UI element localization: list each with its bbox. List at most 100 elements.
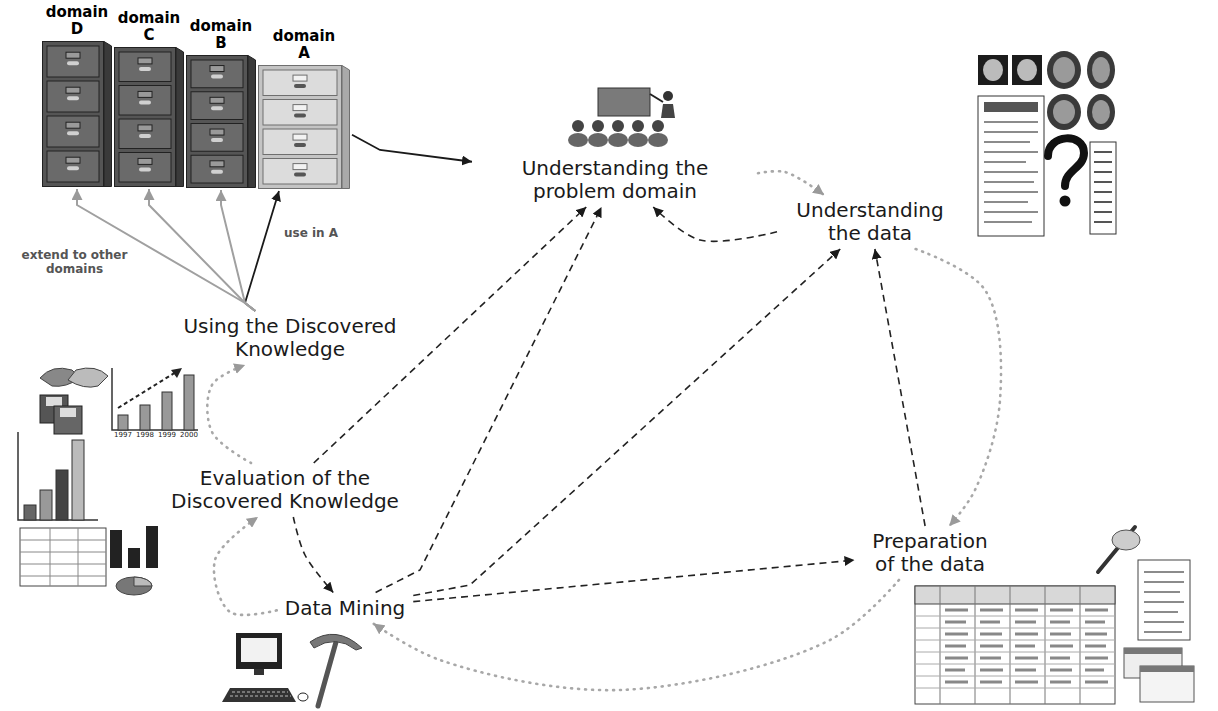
- cabinet-drawer: [263, 159, 337, 185]
- cabinet-front: [259, 66, 342, 189]
- scan-image: [1017, 59, 1037, 81]
- feedback-arrow: [376, 207, 602, 593]
- scan-image: [983, 59, 1003, 81]
- drawer-plate: [293, 105, 307, 111]
- brain-scan: [1047, 94, 1081, 130]
- floppy-disk: [60, 408, 76, 417]
- process-flow-arrow: [207, 365, 251, 463]
- drawer-handle: [67, 96, 79, 100]
- step-label: Evaluation of the Discovered Knowledge: [155, 467, 415, 513]
- step-label: Using the Discovered Knowledge: [174, 315, 406, 361]
- drawer-plate: [210, 66, 224, 72]
- drawer-plate: [66, 157, 80, 163]
- window-icon: [1124, 648, 1182, 654]
- drawer-handle: [139, 167, 151, 171]
- table-header: [915, 586, 1115, 604]
- cabinet-drawer: [263, 70, 337, 96]
- drawer-handle: [67, 131, 79, 135]
- cabinet-side: [248, 56, 256, 188]
- drawer-plate: [66, 52, 80, 58]
- pointer: [650, 94, 663, 102]
- edge-label: use in A: [282, 226, 352, 240]
- drawer-handle: [67, 61, 79, 65]
- window-icon: [1140, 666, 1194, 702]
- pickaxe-head: [310, 634, 362, 650]
- file-cabinet: domain B: [186, 18, 256, 188]
- audience-head: [592, 120, 604, 132]
- floppy-disk: [46, 397, 62, 406]
- drawer-plate: [138, 158, 152, 164]
- hand: [1112, 530, 1140, 550]
- handshake: [68, 368, 108, 387]
- cabinet-drawer: [47, 116, 99, 147]
- audience-head: [652, 120, 664, 132]
- presentation-board: [598, 88, 650, 116]
- cabinet-drawer: [47, 151, 99, 182]
- cabinet-drawing: [114, 47, 184, 187]
- cabinet-front: [187, 56, 248, 188]
- cabinet-drawer: [119, 153, 171, 183]
- monitor-screen: [241, 638, 277, 662]
- audience-head: [632, 120, 644, 132]
- audience-head: [612, 120, 624, 132]
- cabinet-side: [104, 42, 112, 187]
- audience-body: [628, 133, 648, 147]
- presenter-body: [661, 104, 675, 118]
- drawer-plate: [66, 122, 80, 128]
- chart-axis: [18, 432, 98, 520]
- drawer-handle: [211, 138, 223, 142]
- cabinet-drawer: [47, 81, 99, 112]
- drawer-plate: [210, 161, 224, 167]
- question-mark: [1060, 196, 1071, 207]
- axis-year: 2000: [178, 432, 200, 440]
- drawer-plate: [138, 58, 152, 64]
- data-list: [1090, 142, 1116, 234]
- process-step: Evaluation of the Discovered Knowledge: [149, 465, 421, 515]
- file-cabinet: domain A: [258, 28, 350, 189]
- chart-bar: [146, 526, 158, 568]
- cabinet-front: [43, 42, 104, 187]
- brain-scan: [1053, 100, 1075, 124]
- table-cells: [945, 610, 1108, 682]
- pie-chart: [116, 577, 152, 595]
- chart-bar: [40, 490, 52, 520]
- chart-bar: [162, 392, 172, 430]
- cabinet-label: domain A: [268, 28, 340, 61]
- brain-scan: [1053, 57, 1075, 83]
- edge-label: extend to other domains: [12, 248, 137, 277]
- drawer-plate: [66, 87, 80, 93]
- process-flow-arrow: [373, 580, 899, 690]
- process-flow-arrow: [214, 517, 277, 615]
- step-label: Understanding the problem domain: [480, 157, 750, 203]
- chart-axis: [112, 368, 198, 430]
- monitor-stand: [254, 669, 264, 675]
- process-flow-arrow: [916, 249, 1001, 526]
- cabinet-drawer: [191, 92, 243, 120]
- drawer-handle: [211, 170, 223, 174]
- cabinet-drawer: [191, 60, 243, 88]
- chart-bar: [72, 440, 84, 520]
- process-step: Understanding the problem domain: [474, 155, 756, 205]
- process-step: Preparation of the data: [857, 528, 1004, 578]
- feedback-arrow: [413, 249, 840, 595]
- keyboard-keys: [230, 692, 291, 696]
- audience-body: [648, 133, 668, 147]
- drawer-plate: [210, 97, 224, 103]
- cabinet-front: [115, 48, 176, 187]
- cabinet-drawing: [258, 65, 350, 189]
- cabinet-drawer: [119, 52, 171, 82]
- chart-bar: [110, 530, 122, 568]
- drawer-handle: [139, 100, 151, 104]
- pickaxe-handle: [318, 642, 336, 706]
- axis-year: 1997: [112, 432, 134, 440]
- cabinet-drawer: [119, 86, 171, 116]
- drawer-handle: [294, 84, 306, 88]
- step-label: Preparation of the data: [863, 530, 998, 576]
- file-cabinet: domain D: [42, 4, 112, 187]
- file-cabinet: domain C: [114, 10, 184, 187]
- brain-scan: [1087, 94, 1115, 130]
- drawer-handle: [67, 166, 79, 170]
- table-frame: [915, 586, 1115, 704]
- result-table: [20, 528, 106, 586]
